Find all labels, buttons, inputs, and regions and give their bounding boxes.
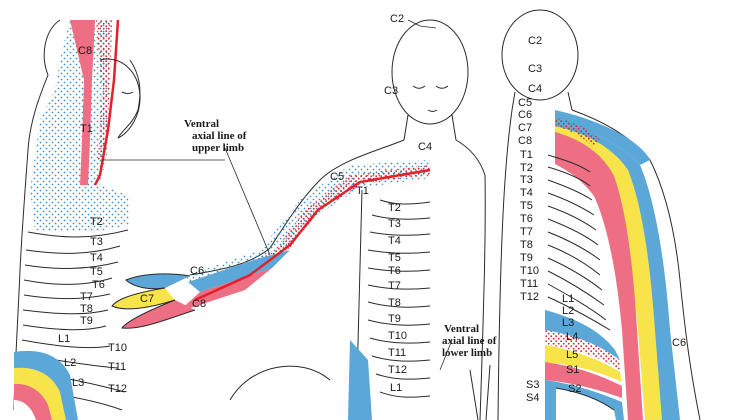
caption-ventral-axial-upper: Ventral axial line of upper limb: [178, 118, 274, 154]
leader-lines: [102, 19, 453, 371]
side-label-t1: T1: [80, 123, 93, 135]
back-label-c7: C7: [518, 122, 533, 134]
side-label-t10: T10: [108, 342, 127, 354]
front-label-t8: T8: [388, 297, 401, 309]
back-label-t7: T7: [520, 226, 533, 238]
back-label-l1: L1: [562, 293, 575, 305]
front-label-c4: C4: [418, 141, 433, 153]
side-label-c8: C8: [78, 45, 93, 57]
back-label-t9: T9: [520, 252, 533, 264]
caption-lower-l2: axial line of: [442, 335, 497, 347]
back-label-l3: L3: [562, 317, 575, 329]
back-label-c3: C3: [528, 63, 543, 75]
side-label-t6: T6: [92, 279, 105, 291]
back-label-c2: C2: [528, 35, 543, 47]
back-label-t3: T3: [520, 174, 533, 186]
side-label-t3: T3: [90, 236, 103, 248]
front-label-c2: C2: [390, 13, 405, 25]
back-label-t12: T12: [520, 291, 539, 303]
back-label-c4: C4: [528, 83, 543, 95]
back-label-l2: L2: [562, 305, 575, 317]
front-label-l1: L1: [390, 382, 403, 394]
side-label-t7: T7: [80, 291, 93, 303]
back-label-t6: T6: [520, 213, 533, 225]
back-label-s4: S4: [526, 392, 540, 404]
front-label-t7: T7: [388, 280, 401, 292]
side-figure: [13, 19, 141, 420]
side-label-t4: T4: [90, 252, 103, 264]
back-label-c6: C6: [518, 109, 533, 121]
back-label-s2: S2: [568, 383, 582, 395]
caption-upper-l3: upper limb: [192, 142, 245, 154]
front-label-t6: T6: [388, 265, 401, 277]
side-label-l3: L3: [72, 377, 85, 389]
back-label-t1: T1: [520, 149, 533, 161]
side-label-l1: L1: [58, 333, 71, 345]
back-label-s3: S3: [526, 379, 540, 391]
side-label-t5: T5: [90, 266, 103, 278]
front-label-t1: T1: [356, 185, 369, 197]
caption-upper-l1: Ventral: [184, 118, 220, 130]
back-label-t11: T11: [520, 278, 539, 290]
side-label-l2: L2: [64, 357, 77, 369]
back-figure: [497, 9, 701, 420]
front-label-t4: T4: [388, 235, 401, 247]
back-label-l5: L5: [566, 349, 579, 361]
caption-lower-l3: lower limb: [442, 347, 493, 359]
side-label-t12: T12: [108, 383, 127, 395]
front-label-t5: T5: [388, 252, 401, 264]
back-label-c5: C5: [518, 97, 533, 109]
front-label-t3: T3: [388, 218, 401, 230]
back-label-t10: T10: [520, 265, 539, 277]
front-figure: [111, 19, 491, 420]
front-label-c3: C3: [384, 85, 399, 97]
arm-label-c8: C8: [192, 298, 207, 310]
side-label-t9: T9: [80, 315, 93, 327]
arm-label-c6: C6: [190, 265, 205, 277]
side-label-t2: T2: [90, 216, 103, 228]
back-label-t5: T5: [520, 200, 533, 212]
caption-ventral-axial-lower: Ventral axial line of lower limb: [438, 323, 530, 359]
side-label-t11: T11: [108, 361, 127, 373]
caption-lower-l1: Ventral: [444, 323, 480, 335]
back-label-t8: T8: [520, 239, 533, 251]
back-label-t4: T4: [520, 187, 533, 199]
front-label-c5: C5: [330, 171, 345, 183]
back-label-c8: C8: [518, 135, 533, 147]
front-label-t12: T12: [388, 364, 407, 376]
side-label-t8: T8: [80, 303, 93, 315]
front-label-t9: T9: [388, 313, 401, 325]
front-label-t2: T2: [388, 202, 401, 214]
back-label-arm-c6: C6: [672, 337, 687, 349]
back-label-s1: S1: [566, 364, 580, 376]
front-label-t11: T11: [388, 347, 407, 359]
arm-label-c7: C7: [140, 293, 155, 305]
front-label-t10: T10: [388, 330, 407, 342]
caption-upper-l2: axial line of: [192, 130, 247, 142]
back-label-t2: T2: [520, 162, 533, 174]
back-label-l4: L4: [566, 331, 579, 343]
